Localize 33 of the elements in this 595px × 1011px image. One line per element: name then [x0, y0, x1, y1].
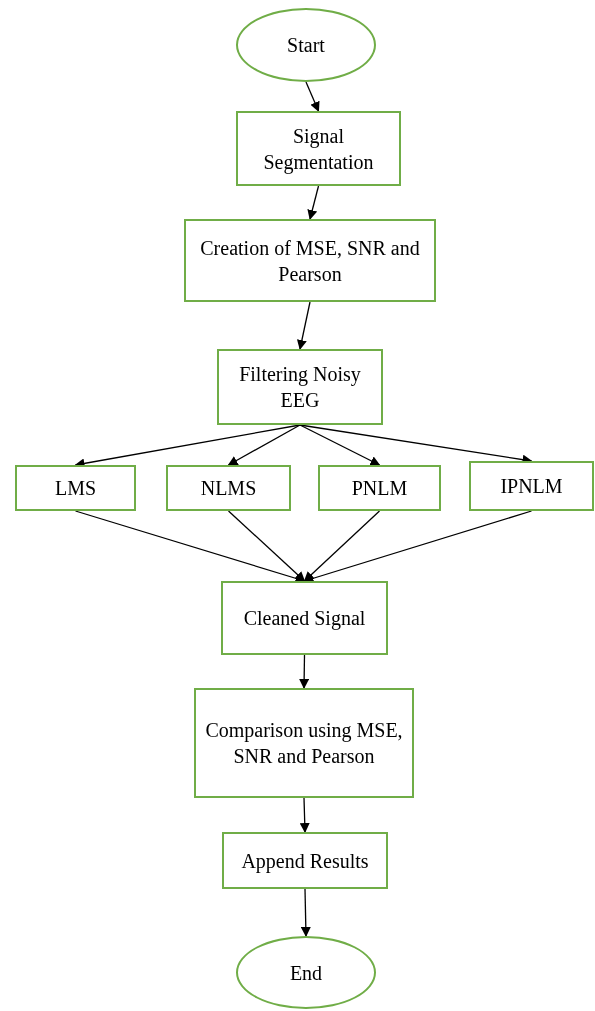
node-label: Cleaned Signal — [243, 606, 366, 631]
node-label: PNLM — [351, 476, 408, 501]
process-box — [469, 461, 594, 511]
arrow — [300, 888, 311, 937]
node-label: IPNLM — [500, 474, 563, 499]
arrow — [297, 301, 311, 350]
node-label: Creation of MSE, SNR and Pearson — [199, 235, 421, 287]
process-box — [15, 465, 136, 511]
process-box — [184, 219, 436, 302]
process-box — [221, 581, 388, 655]
node-label: End — [289, 960, 323, 986]
node-label: Comparison using MSE, SNR and Pearson — [204, 718, 404, 769]
node-label: Start — [287, 33, 325, 58]
process-box — [194, 688, 414, 798]
node-label: NLMS — [200, 476, 257, 501]
arrow — [299, 654, 310, 689]
process-box — [236, 111, 401, 186]
node-label: Signal Segmentation — [262, 123, 375, 175]
arrow — [307, 185, 320, 220]
arrow — [303, 510, 533, 584]
process-box — [166, 465, 291, 511]
process-box — [318, 465, 441, 511]
arrow — [299, 424, 381, 466]
arrow — [305, 81, 320, 112]
arrow — [227, 510, 306, 582]
arrow — [303, 510, 381, 582]
node-label: Filtering Noisy EEG — [238, 362, 362, 413]
process-box — [217, 349, 383, 425]
node-label: LMS — [54, 476, 97, 501]
node-label: Append Results — [241, 848, 369, 874]
arrow — [299, 797, 310, 833]
process-box — [222, 832, 388, 889]
arrow — [227, 424, 301, 466]
